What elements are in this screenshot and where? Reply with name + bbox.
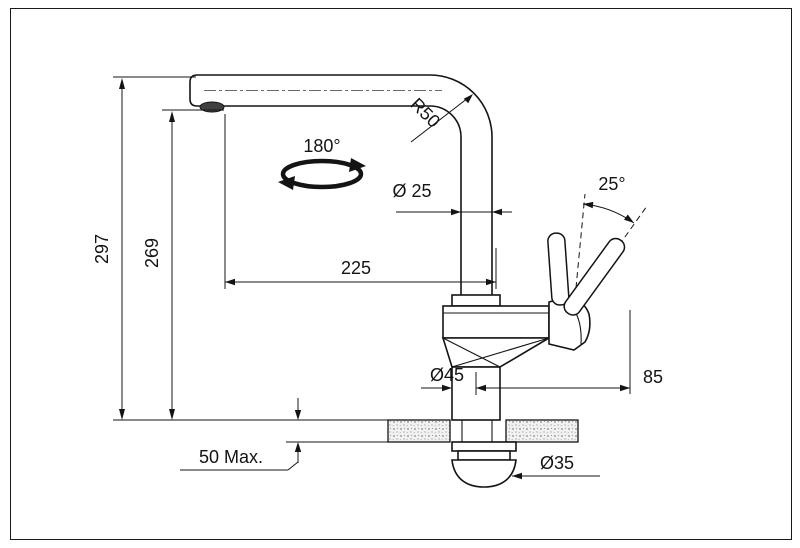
dim-deck-thickness: 50 Max.	[180, 398, 388, 471]
rotation-arrow-right-icon	[349, 158, 366, 172]
dim-label-d25: Ø 25	[392, 181, 431, 201]
mounting-nut	[457, 450, 511, 461]
lever-tilted	[563, 237, 626, 316]
lever-ref-line-vertical	[574, 193, 586, 299]
dim-spout-reach: 225	[224, 114, 497, 289]
lever-upright	[547, 232, 570, 306]
counter-left	[387, 419, 451, 443]
faucet-outline	[189, 74, 648, 488]
dim-base-diameter: Ø45	[421, 365, 464, 392]
pipe-collar	[451, 294, 501, 307]
counter-right	[505, 419, 579, 443]
spout-tube	[189, 74, 493, 301]
lever-ref-line-tilted	[589, 205, 648, 287]
mixer-body	[442, 305, 550, 339]
mounting-dome	[451, 459, 517, 488]
dim-label-d45: Ø45	[430, 365, 464, 385]
dim-label-225: 225	[341, 258, 371, 278]
mounting-washer	[451, 441, 517, 452]
dim-label-d35: Ø35	[540, 453, 574, 473]
dim-label-297: 297	[92, 234, 112, 264]
dim-spout-height: 269	[142, 109, 224, 420]
dim-lever-angle: 25°	[582, 174, 635, 224]
dim-label-25deg: 25°	[598, 174, 625, 194]
rotation-arrow-ring	[280, 158, 364, 190]
dim-hole-diameter: Ø35	[512, 453, 600, 480]
dim-label-85: 85	[643, 367, 663, 387]
dim-label-269: 269	[142, 238, 162, 268]
dim-label-180: 180°	[303, 136, 340, 156]
dim-overall-height: 297	[92, 76, 390, 421]
dim-tube-diameter: Ø 25	[392, 181, 512, 216]
dim-swivel-angle: 180°	[278, 136, 366, 190]
cone-cross-1	[442, 337, 501, 368]
cone-cross-2	[451, 337, 550, 368]
rotation-arrow-left-icon	[278, 176, 295, 190]
dim-lever-reach: 85	[476, 310, 663, 394]
dim-label-50max: 50 Max.	[199, 447, 263, 467]
